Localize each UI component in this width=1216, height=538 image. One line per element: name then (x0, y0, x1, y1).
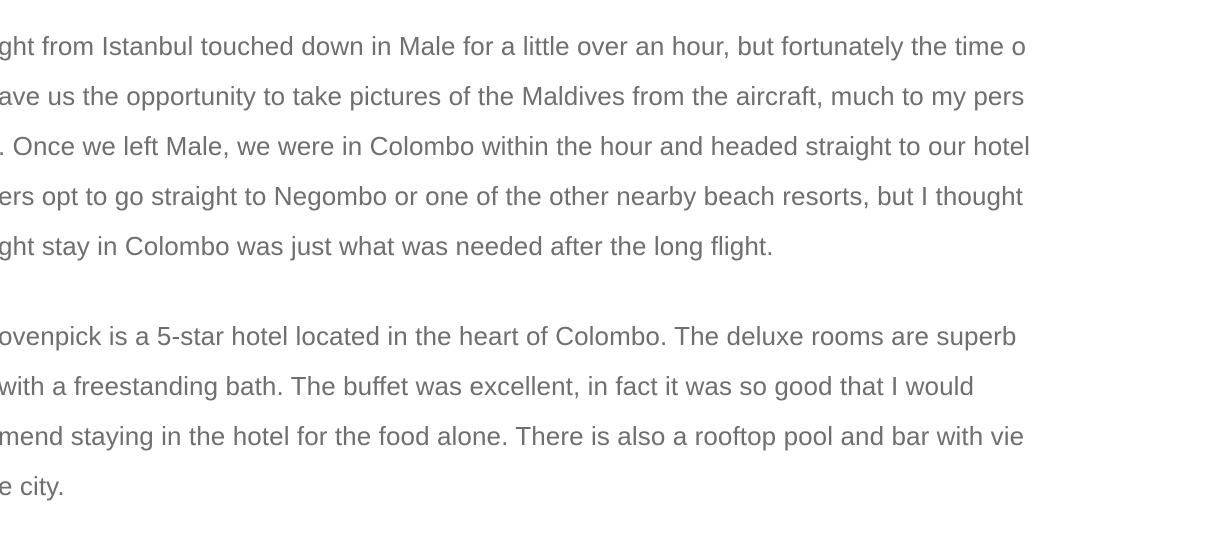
paragraph-line: ers opt to go straight to Negombo or one… (0, 181, 1023, 211)
paragraph-line: . Once we left Male, we were in Colombo … (0, 131, 1031, 161)
paragraph-line: mend staying in the hotel for the food a… (0, 421, 1025, 451)
paragraph-line: ovenpick is a 5-star hotel located in th… (0, 321, 1017, 351)
paragraph-line: ave us the opportunity to take pictures … (0, 81, 1025, 111)
paragraph-line: ght stay in Colombo was just what was ne… (0, 231, 774, 261)
paragraph-line: with a freestanding bath. The buffet was… (0, 371, 975, 401)
paragraph-line: ght from Istanbul touched down in Male f… (0, 31, 1027, 61)
paragraph-line: e city. (0, 471, 65, 501)
